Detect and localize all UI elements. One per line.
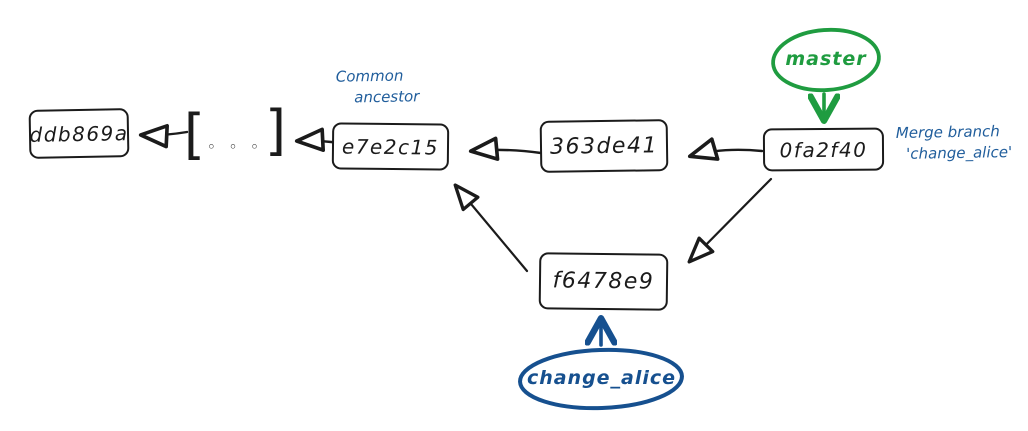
common-ancestor-note: Common ancestor — [336, 65, 420, 108]
arrow-363de41-to-e7e2c15 — [468, 136, 543, 161]
note-line: ancestor — [354, 87, 420, 107]
merge-branch-note: Merge branch 'change_alice' — [896, 121, 1013, 165]
close-bracket: ] — [265, 99, 287, 162]
note-line: 'change_alice' — [906, 142, 1013, 163]
commit-hash: f6478e9 — [552, 268, 655, 295]
master-branch-label: master — [785, 48, 867, 70]
arrow-f6478e9-to-e7e2c15 — [453, 183, 529, 273]
commit-box-f6478e9: f6478e9 — [538, 252, 669, 311]
omitted-commits-node: [ ◦ ◦ ◦ ] — [183, 103, 286, 166]
change-alice-branch-label: change_alice — [526, 367, 677, 389]
commit-hash: 363de41 — [549, 132, 659, 160]
commit-box-363de41: 363de41 — [539, 119, 669, 173]
note-line: Common — [335, 66, 404, 86]
commit-hash: e7e2c15 — [341, 133, 440, 160]
arrow-0fa2f40-to-f6478e9 — [687, 177, 773, 264]
change-alice-branch-ellipse — [518, 347, 684, 411]
note-line: Merge branch — [895, 122, 1000, 143]
arrow-0fa2f40-to-363de41 — [687, 137, 764, 161]
commit-box-e7e2c15: e7e2c15 — [331, 122, 450, 171]
arrow-ellipsis-to-ddb869a — [138, 123, 189, 149]
commit-hash: 0fa2f40 — [779, 137, 868, 162]
commit-box-0fa2f40: 0fa2f40 — [762, 127, 885, 172]
open-bracket: [ — [183, 103, 205, 166]
ellipsis-dots: ◦ ◦ ◦ — [206, 138, 264, 156]
commit-box-ddb869a: ddb869a — [28, 108, 130, 159]
master-branch-ellipse — [771, 27, 881, 93]
commit-hash: ddb869a — [29, 120, 129, 147]
